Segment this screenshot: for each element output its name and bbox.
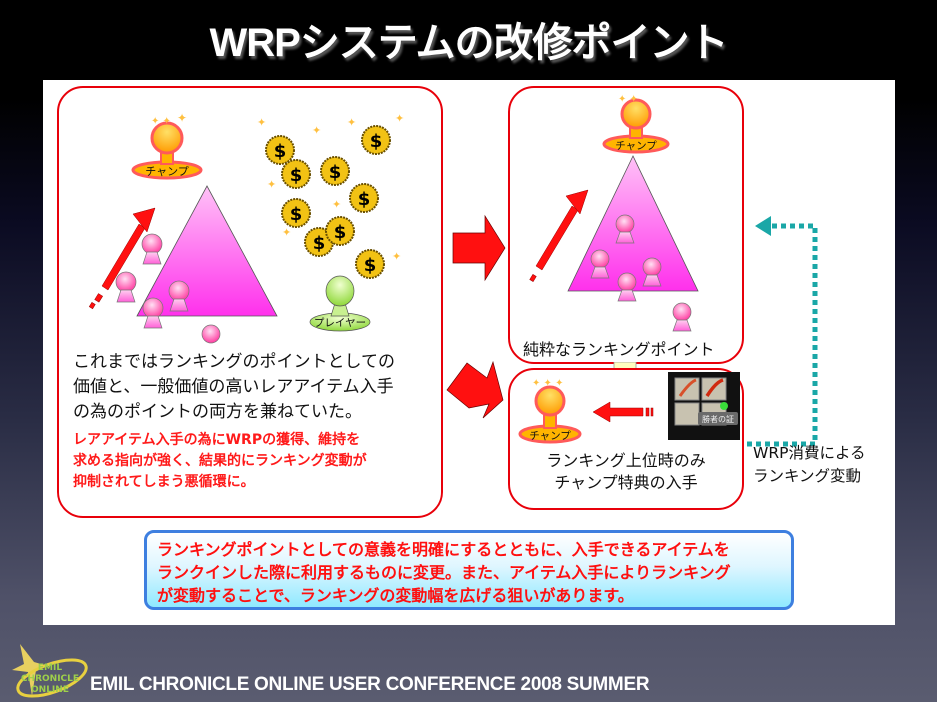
- svg-text:✦: ✦: [312, 124, 321, 137]
- summary-box: ランキングポイントとしての意義を明確にするとともに、入手できるアイテムを ランク…: [144, 530, 794, 610]
- champion-icon: チャンプ ✦ ✦ ✦: [131, 111, 203, 180]
- rank-up-arrow-icon: [88, 207, 156, 310]
- svg-text:$: $: [364, 255, 377, 276]
- player-figures: [115, 233, 221, 344]
- player-figures: [590, 214, 692, 332]
- after-ranking-diagram: チャンプ ✦ ✦: [529, 94, 699, 332]
- wrp-feedback-arrow: [747, 216, 818, 447]
- svg-text:$: $: [358, 189, 371, 210]
- svg-text:$: $: [290, 165, 303, 186]
- champion-label: チャンプ: [615, 140, 657, 152]
- arrow-right-icon: [452, 214, 506, 282]
- svg-text:✦ ✦ ✦: ✦ ✦ ✦: [532, 378, 564, 389]
- svg-text:CHRONICLE: CHRONICLE: [21, 674, 79, 684]
- svg-text:✦: ✦: [392, 250, 401, 263]
- player-label: プレイヤー: [314, 317, 366, 329]
- content-panel: チャンプ ✦ ✦ ✦ $ $ $ $ $ $ $ $ $ ✦ ✦ ✦ ✦ ✦ ✦ ✦ ✦: [43, 80, 895, 625]
- champion-label: チャンプ: [529, 430, 571, 442]
- before-description: これまではランキングのポイントとしての 価値と、一般価値の高いレアアイテム入手 …: [73, 352, 395, 422]
- svg-text:$: $: [290, 204, 303, 225]
- arrow-left-icon: [592, 401, 654, 423]
- before-problem: レアアイテム入手の為にWRPの獲得、維持を 求める指向が強く、結果的にランキング…: [73, 432, 367, 490]
- logo-text: EMIL: [38, 663, 62, 673]
- svg-text:✦: ✦: [267, 178, 276, 191]
- sparkle-icons: ✦ ✦ ✦ ✦ ✦ ✦ ✦ ✦: [257, 112, 404, 263]
- svg-text:✦ ✦: ✦ ✦: [618, 94, 638, 105]
- player-icon: プレイヤー: [309, 275, 371, 332]
- svg-text:✦ ✦: ✦ ✦: [151, 116, 171, 127]
- conference-footer: EMIL CHRONICLE ONLINE USER CONFERENCE 20…: [90, 674, 650, 695]
- champion-icon: チャンプ ✦ ✦: [602, 94, 670, 154]
- svg-text:$: $: [274, 141, 287, 162]
- svg-text:$: $: [370, 131, 383, 152]
- before-diagram: チャンプ ✦ ✦ ✦ $ $ $ $ $ $ $ $ $ ✦ ✦ ✦ ✦ ✦ ✦ ✦ ✦: [88, 111, 404, 344]
- svg-text:✦: ✦: [395, 112, 404, 125]
- champion-icon: チャンプ ✦ ✦ ✦: [518, 378, 582, 444]
- rank-up-arrow-icon: [529, 189, 589, 282]
- svg-text:✦: ✦: [332, 198, 341, 211]
- svg-text:$: $: [329, 162, 342, 183]
- item-screenshot: 勝者の証: [668, 372, 740, 440]
- svg-text:$: $: [334, 222, 347, 243]
- svg-text:✦: ✦: [282, 226, 291, 239]
- arrow-left-icon: [755, 216, 771, 236]
- champion-label: チャンプ: [145, 165, 189, 178]
- side-note: WRP消費による ランキング変動: [753, 444, 866, 485]
- svg-text:ONLINE: ONLINE: [31, 685, 69, 695]
- coin-icons: $ $ $ $ $ $ $ $ $: [265, 125, 391, 279]
- svg-text:✦: ✦: [347, 116, 356, 129]
- svg-text:✦: ✦: [177, 111, 187, 125]
- after-reward-diagram: チャンプ ✦ ✦ ✦ 勝者の証: [518, 372, 740, 444]
- svg-text:✦: ✦: [257, 116, 266, 129]
- svg-text:$: $: [313, 233, 326, 254]
- slide-title: WRPシステムの改修ポイント: [209, 21, 728, 65]
- after-reward-caption: ランキング上位時のみ チャンプ特典の入手: [546, 451, 706, 492]
- item-tooltip: 勝者の証: [702, 414, 734, 424]
- arrow-down-right-icon: [446, 360, 504, 419]
- game-logo: EMIL CHRONICLE ONLINE: [12, 644, 88, 698]
- after-ranking-caption: 純粋なランキングポイント: [523, 340, 715, 359]
- transition-arrows: [446, 214, 506, 419]
